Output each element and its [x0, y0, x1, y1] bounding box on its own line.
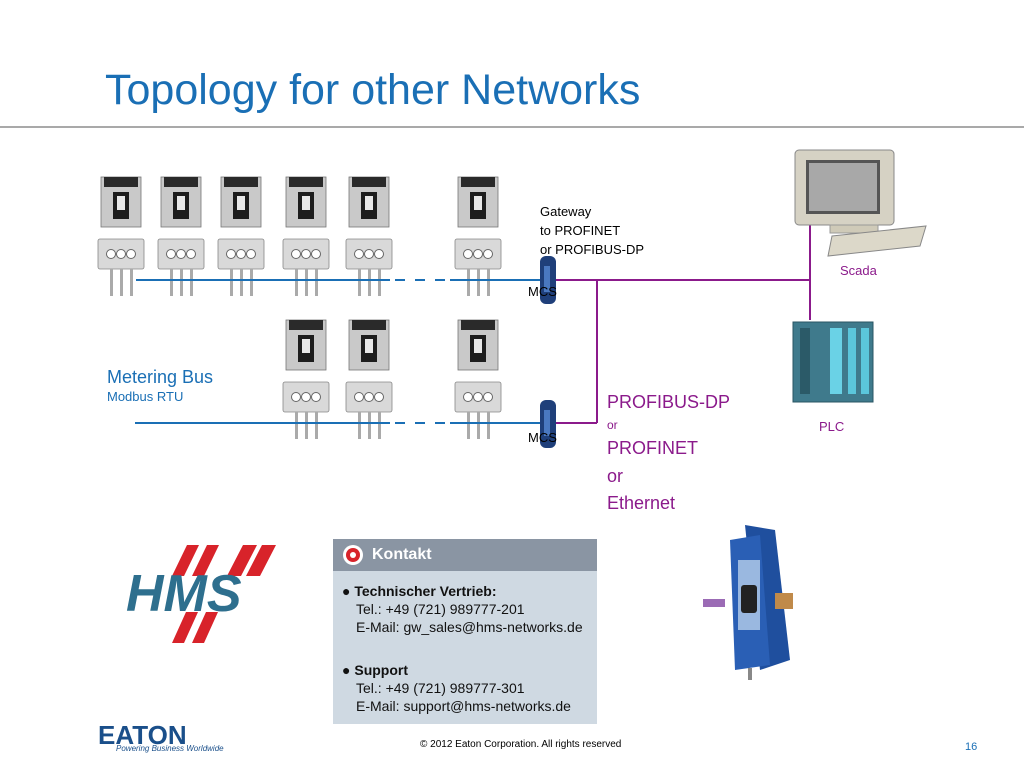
contact-icon	[343, 545, 363, 565]
title-divider	[0, 126, 1024, 128]
circuit-breaker	[282, 319, 330, 440]
circuit-breaker	[217, 176, 265, 297]
network-profinet-label: PROFINET	[607, 438, 699, 458]
circuit-breaker	[282, 176, 330, 297]
network-or-large-label: or	[607, 466, 624, 486]
plc-label: PLC	[819, 419, 845, 434]
kontakt-support-email[interactable]: E-Mail: support@hms-networks.de	[356, 698, 571, 714]
svg-text:HMS: HMS	[126, 565, 242, 623]
gateway-label-3: or PROFIBUS-DP	[540, 242, 645, 257]
network-ethernet-label: Ethernet	[607, 493, 676, 513]
kontakt-title: Kontakt	[372, 546, 432, 563]
scada-computer-icon	[794, 149, 927, 257]
gateway-label-2: to PROFINET	[540, 223, 621, 238]
kontakt-sales-tel: Tel.: +49 (721) 989777-201	[356, 601, 525, 617]
copyright-text: © 2012 Eaton Corporation. All rights res…	[420, 739, 622, 750]
kontakt-sales-heading: ● Technischer Vertrieb:	[342, 583, 497, 599]
kontakt-section-support: ● Support Tel.: +49 (721) 989777-301 E-M…	[342, 661, 571, 715]
eaton-logo: EATON	[98, 720, 187, 750]
breaker-row-bottom	[282, 319, 502, 440]
svg-text:EATON: EATON	[98, 720, 187, 750]
circuit-breaker	[345, 319, 393, 440]
circuit-breaker	[157, 176, 205, 297]
scada-label: Scada	[840, 263, 877, 278]
mcs-label-bottom: MCS	[528, 430, 557, 445]
kontakt-header: Kontakt	[333, 539, 597, 571]
page-title: Topology for other Networks	[105, 66, 641, 114]
kontakt-support-tel: Tel.: +49 (721) 989777-301	[356, 680, 525, 696]
plc-icon	[792, 321, 874, 403]
kontakt-sales-email[interactable]: E-Mail: gw_sales@hms-networks.de	[356, 619, 583, 635]
network-profibus-label: PROFIBUS-DP	[607, 392, 731, 412]
kontakt-support-heading: ● Support	[342, 662, 409, 678]
breaker-row-top	[97, 176, 502, 297]
kontakt-box: Kontakt ● Technischer Vertrieb: Tel.: +4…	[333, 539, 597, 724]
gateway-device-image	[703, 525, 793, 680]
circuit-breaker	[97, 176, 145, 297]
bus-title: Metering Bus	[107, 367, 214, 387]
circuit-breaker	[345, 176, 393, 297]
bus-subtitle: Modbus RTU	[107, 389, 184, 404]
network-or-small-label: or	[607, 418, 618, 432]
circuit-breaker	[454, 319, 502, 440]
page-number: 16	[965, 741, 978, 753]
eaton-tagline: Powering Business Worldwide	[116, 744, 224, 753]
circuit-breaker	[454, 176, 502, 297]
gateway-label-1: Gateway	[540, 204, 592, 219]
mcs-label-top: MCS	[528, 284, 557, 299]
hms-logo: HMS	[126, 545, 276, 643]
kontakt-section-sales: ● Technischer Vertrieb: Tel.: +49 (721) …	[342, 582, 583, 636]
network-lines	[556, 206, 811, 424]
